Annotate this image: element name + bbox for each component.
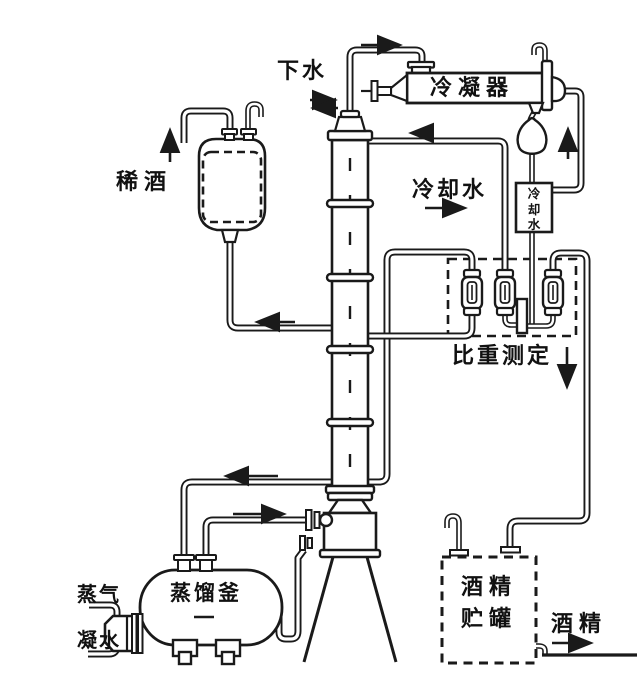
column-top-bell [333, 115, 367, 133]
label-condensate: 凝水 [77, 628, 121, 652]
label-weak-liquor: 稀酒 [116, 170, 173, 195]
alcohol-storage-tank [440, 546, 538, 665]
flow-arrows [159, 34, 594, 654]
column-base-drum [322, 511, 378, 554]
label-drain-water: 下水 [277, 59, 328, 84]
still-nozzle [199, 559, 213, 572]
distillation-column [299, 109, 398, 663]
overflow-standpipe [515, 297, 529, 335]
label-cooling-water-box: 冷却水 [527, 186, 541, 232]
weak-liquor-vessel [197, 137, 267, 232]
weak-liquor-tank [197, 128, 267, 244]
column-flange-ring [325, 272, 375, 283]
label-gravity-measurement: 比重测定 [452, 344, 553, 369]
hydrometer-right [541, 268, 565, 317]
label-alcohol-tank: 酒精 贮罐 [442, 572, 536, 636]
swan-neck-bulb [516, 116, 548, 155]
hydrometer-left [460, 268, 484, 317]
column-flange-ring [325, 198, 375, 209]
column-flange-ring [325, 344, 375, 355]
label-alcohol-tank-line2: 贮罐 [460, 607, 517, 632]
label-condenser: 冷凝器 [430, 76, 515, 101]
condenser-left-flange [370, 80, 379, 102]
label-alcohol-product: 酒精 [551, 612, 608, 637]
label-cooling-water: 冷却水 [412, 178, 488, 203]
base-inlet-flange [305, 509, 313, 531]
cooling-water-box [514, 181, 554, 234]
still-nozzle [177, 559, 191, 572]
distillation-still [103, 554, 284, 666]
label-still: 蒸馏釜 [170, 581, 242, 605]
label-alcohol-tank-line1: 酒精 [460, 575, 517, 600]
condenser [361, 59, 567, 115]
condenser-end-cap [550, 75, 567, 103]
hydrometer-middle [493, 268, 517, 317]
column-leg-left [302, 556, 335, 663]
column-leg-right [365, 556, 398, 663]
column-top-plate [326, 129, 374, 142]
pipes [88, 45, 637, 655]
base-drain-flange [299, 535, 306, 551]
label-steam: 蒸气 [77, 582, 121, 606]
column-flange-ring [325, 417, 375, 428]
base-inlet-valve [318, 512, 334, 528]
gravity-measurement-dashed-box [446, 257, 578, 338]
